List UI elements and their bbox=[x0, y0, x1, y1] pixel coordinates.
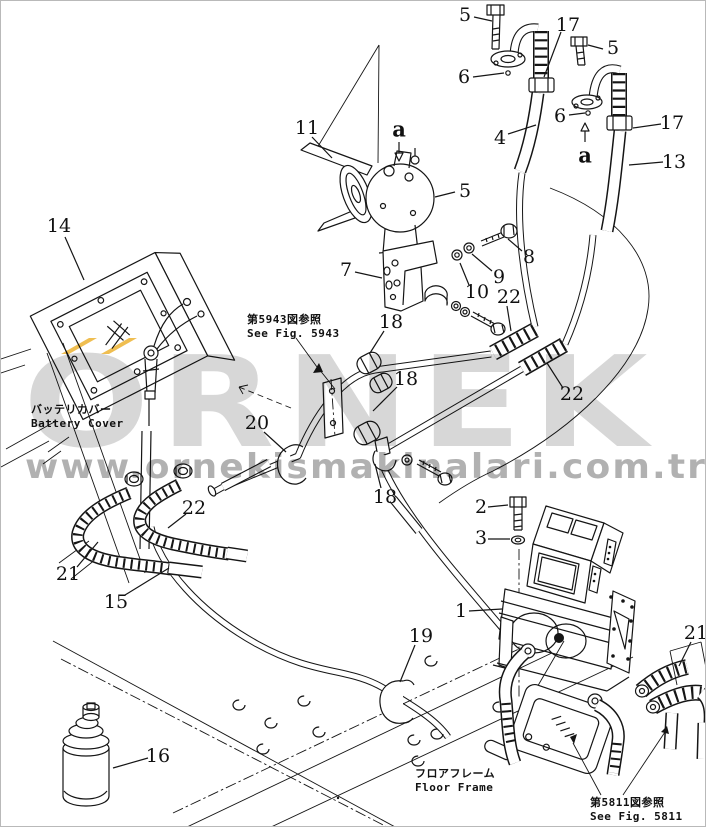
callout-15-26: 15 bbox=[103, 591, 129, 613]
callout-22-24: 22 bbox=[181, 497, 207, 519]
callout-21-29: 21 bbox=[683, 622, 706, 644]
callout-20-20: 20 bbox=[244, 412, 270, 434]
callout-22-19: 22 bbox=[559, 383, 585, 405]
note-see-fig-5943-jp: 第5943図参照 bbox=[247, 313, 322, 326]
note-see-fig-5811-jp: 第5811図参照 bbox=[590, 796, 665, 809]
callout-18-18: 18 bbox=[393, 368, 419, 390]
callout-22-16: 22 bbox=[496, 286, 522, 308]
callout-8-13: 8 bbox=[522, 246, 536, 268]
callout-leader-lines bbox=[64, 16, 692, 769]
callout-7-12: 7 bbox=[339, 259, 353, 281]
callout-14-31: 14 bbox=[46, 215, 72, 237]
callout-1-27: 1 bbox=[454, 600, 468, 622]
note-see-fig-5811-en: See Fig. 5811 bbox=[590, 810, 683, 824]
callout-16-30: 16 bbox=[145, 745, 171, 767]
note-see-fig-5943: 第5943図参照 See Fig. 5943 bbox=[247, 313, 340, 342]
callout-a-7: a bbox=[578, 142, 592, 168]
callout-5-11: 5 bbox=[458, 180, 472, 202]
callout-10-15: 10 bbox=[464, 281, 490, 303]
callout-5-0: 5 bbox=[458, 4, 472, 26]
callout-4-6: 4 bbox=[493, 127, 507, 149]
callout-3-23: 3 bbox=[474, 527, 488, 549]
callout-a-10: a bbox=[392, 116, 406, 142]
note-battery-cover-jp: バッテリカバー bbox=[31, 403, 112, 416]
callout-2-22: 2 bbox=[474, 496, 488, 518]
note-battery-cover-en: Battery Cover bbox=[31, 417, 124, 431]
callout-18-21: 18 bbox=[372, 486, 398, 508]
callout-13-8: 13 bbox=[661, 151, 687, 173]
callout-5-3: 5 bbox=[606, 37, 620, 59]
note-floor-frame: フロアフレーム Floor Frame bbox=[415, 767, 495, 796]
note-battery-cover: バッテリカバー Battery Cover bbox=[31, 403, 124, 432]
callout-19-28: 19 bbox=[408, 625, 434, 647]
callout-17-1: 17 bbox=[555, 14, 581, 36]
callout-21-25: 21 bbox=[55, 563, 81, 585]
callout-9-14: 9 bbox=[492, 266, 506, 288]
callout-18-17: 18 bbox=[378, 311, 404, 333]
note-floor-frame-en: Floor Frame bbox=[415, 781, 494, 795]
callout-17-5: 17 bbox=[659, 112, 685, 134]
callout-6-2: 6 bbox=[457, 66, 471, 88]
note-see-fig-5811: 第5811図参照 See Fig. 5811 bbox=[590, 796, 683, 825]
note-see-fig-5943-en: See Fig. 5943 bbox=[247, 327, 340, 341]
note-floor-frame-jp: フロアフレーム bbox=[415, 767, 496, 780]
callout-6-4: 6 bbox=[553, 105, 567, 127]
callout-11-9: 11 bbox=[294, 117, 320, 139]
